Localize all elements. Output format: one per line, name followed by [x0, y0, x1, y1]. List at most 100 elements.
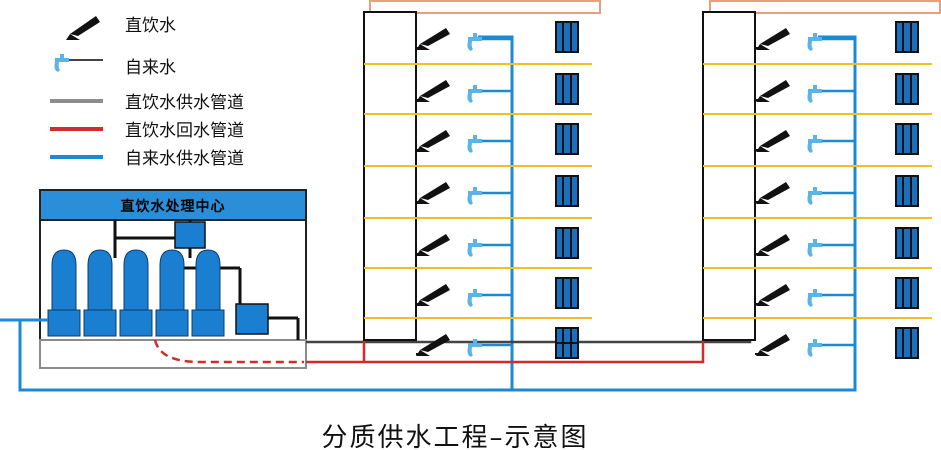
window-icon: [895, 73, 919, 105]
building-1: [363, 0, 601, 359]
building-roof: [369, 0, 601, 14]
window-icon: [555, 123, 579, 155]
direct-return-pipes: [306, 340, 705, 364]
tap-handle: [473, 33, 477, 39]
tap-icon: [467, 289, 512, 307]
tap-handle: [473, 135, 477, 141]
tap-spout: [807, 347, 813, 357]
supply-pump: [235, 303, 269, 335]
tap-handle: [473, 187, 477, 193]
direct-faucet-body: [420, 234, 450, 252]
tap-spout: [807, 143, 813, 153]
legend-label-direct-water: 直饮水: [125, 16, 176, 36]
tap-spout: [807, 41, 813, 51]
tap-handle: [473, 85, 477, 91]
tap-icon: [807, 85, 855, 103]
tap-icon: [807, 187, 855, 205]
direct-faucet-icon: [755, 234, 790, 256]
tap-handle: [813, 289, 817, 295]
tap-icon: [467, 339, 512, 357]
tap-spout: [467, 143, 473, 153]
building-shaft: [363, 11, 417, 341]
window-frame: [895, 175, 919, 207]
direct-faucet-body: [760, 80, 790, 98]
window-frame: [895, 21, 919, 53]
tap-icon: [807, 289, 855, 307]
window-icon: [555, 277, 579, 309]
building-2: [702, 0, 941, 359]
tap-handle: [813, 239, 817, 245]
tap-handle: [813, 339, 817, 345]
tap-spout: [467, 195, 473, 205]
direct-faucet-body: [760, 28, 790, 46]
direct-faucet-body: [420, 334, 450, 352]
treatment-center-base: [39, 339, 307, 369]
direct-faucet-icon: [755, 284, 790, 306]
window-frame: [555, 227, 579, 259]
tap-icon: [467, 135, 512, 153]
direct-faucet-body: [760, 234, 790, 252]
tap-handle: [473, 339, 477, 345]
tap-icon: [807, 239, 855, 257]
direct-faucet-body: [760, 182, 790, 200]
tap-handle: [813, 33, 817, 39]
tap-spout: [807, 247, 813, 257]
window-frame: [555, 21, 579, 53]
direct-faucet-icon: [755, 28, 790, 50]
direct-faucet-icon: [416, 234, 450, 256]
tap-icon: [807, 135, 855, 153]
direct-faucet-icon: [416, 284, 450, 306]
tap-spout: [467, 93, 473, 103]
direct-faucet-icon: [416, 80, 450, 102]
tap-spout: [807, 195, 813, 205]
direct-faucet-icon: [755, 130, 790, 152]
direct-faucet-body: [420, 284, 450, 302]
tap-spout: [467, 247, 473, 257]
treatment-center: 直饮水处理中心: [39, 189, 307, 369]
tap-handle: [813, 85, 817, 91]
window-frame: [895, 227, 919, 259]
window-icon: [555, 21, 579, 53]
filter-bases: [47, 309, 225, 337]
direct-faucet-icon: [755, 80, 790, 102]
legend: 直饮水 自来水 直饮水供水管道 直饮水回水管道 自来水供水管道: [50, 16, 244, 169]
direct-faucet-body: [760, 284, 790, 302]
pressure-tank: [174, 221, 206, 249]
legend-label-direct-return: 直饮水回水管道: [125, 121, 244, 141]
tap-handle: [813, 135, 817, 141]
treatment-center-header: [39, 189, 307, 221]
direct-faucet-icon: [755, 334, 790, 356]
tap-handle: [473, 239, 477, 245]
legend-label-tap-supply: 自来水供水管道: [125, 149, 244, 169]
direct-faucet-body: [420, 80, 450, 98]
window-icon: [895, 21, 919, 53]
tap-spout: [807, 297, 813, 307]
treatment-center-title: 直饮水处理中心: [121, 198, 226, 215]
direct-faucet-icon: [416, 28, 450, 50]
direct-faucet-body: [760, 334, 790, 352]
buildings: [363, 0, 941, 359]
tap-icon: [467, 33, 512, 51]
window-icon: [555, 227, 579, 259]
window-icon: [895, 327, 919, 359]
window-icon: [895, 227, 919, 259]
tap-spout: [467, 297, 473, 307]
direct-faucet-icon: [755, 182, 790, 204]
diagram-caption: 分质供水工程–示意图: [321, 423, 588, 450]
direct-faucet-icon: [416, 130, 450, 152]
legend-label-tap-water: 自来水: [125, 58, 176, 78]
window-icon: [555, 175, 579, 207]
window-frame: [555, 73, 579, 105]
window-icon: [555, 73, 579, 105]
tap-icon: [467, 187, 512, 205]
direct-faucet-icon: [416, 334, 450, 356]
window-frame: [895, 73, 919, 105]
window-frame: [895, 277, 919, 309]
direct-faucet-icon: [416, 182, 450, 204]
return-dashed-line: [153, 339, 304, 364]
window-icon: [895, 277, 919, 309]
window-frame: [555, 123, 579, 155]
direct-faucet-body: [420, 28, 450, 46]
